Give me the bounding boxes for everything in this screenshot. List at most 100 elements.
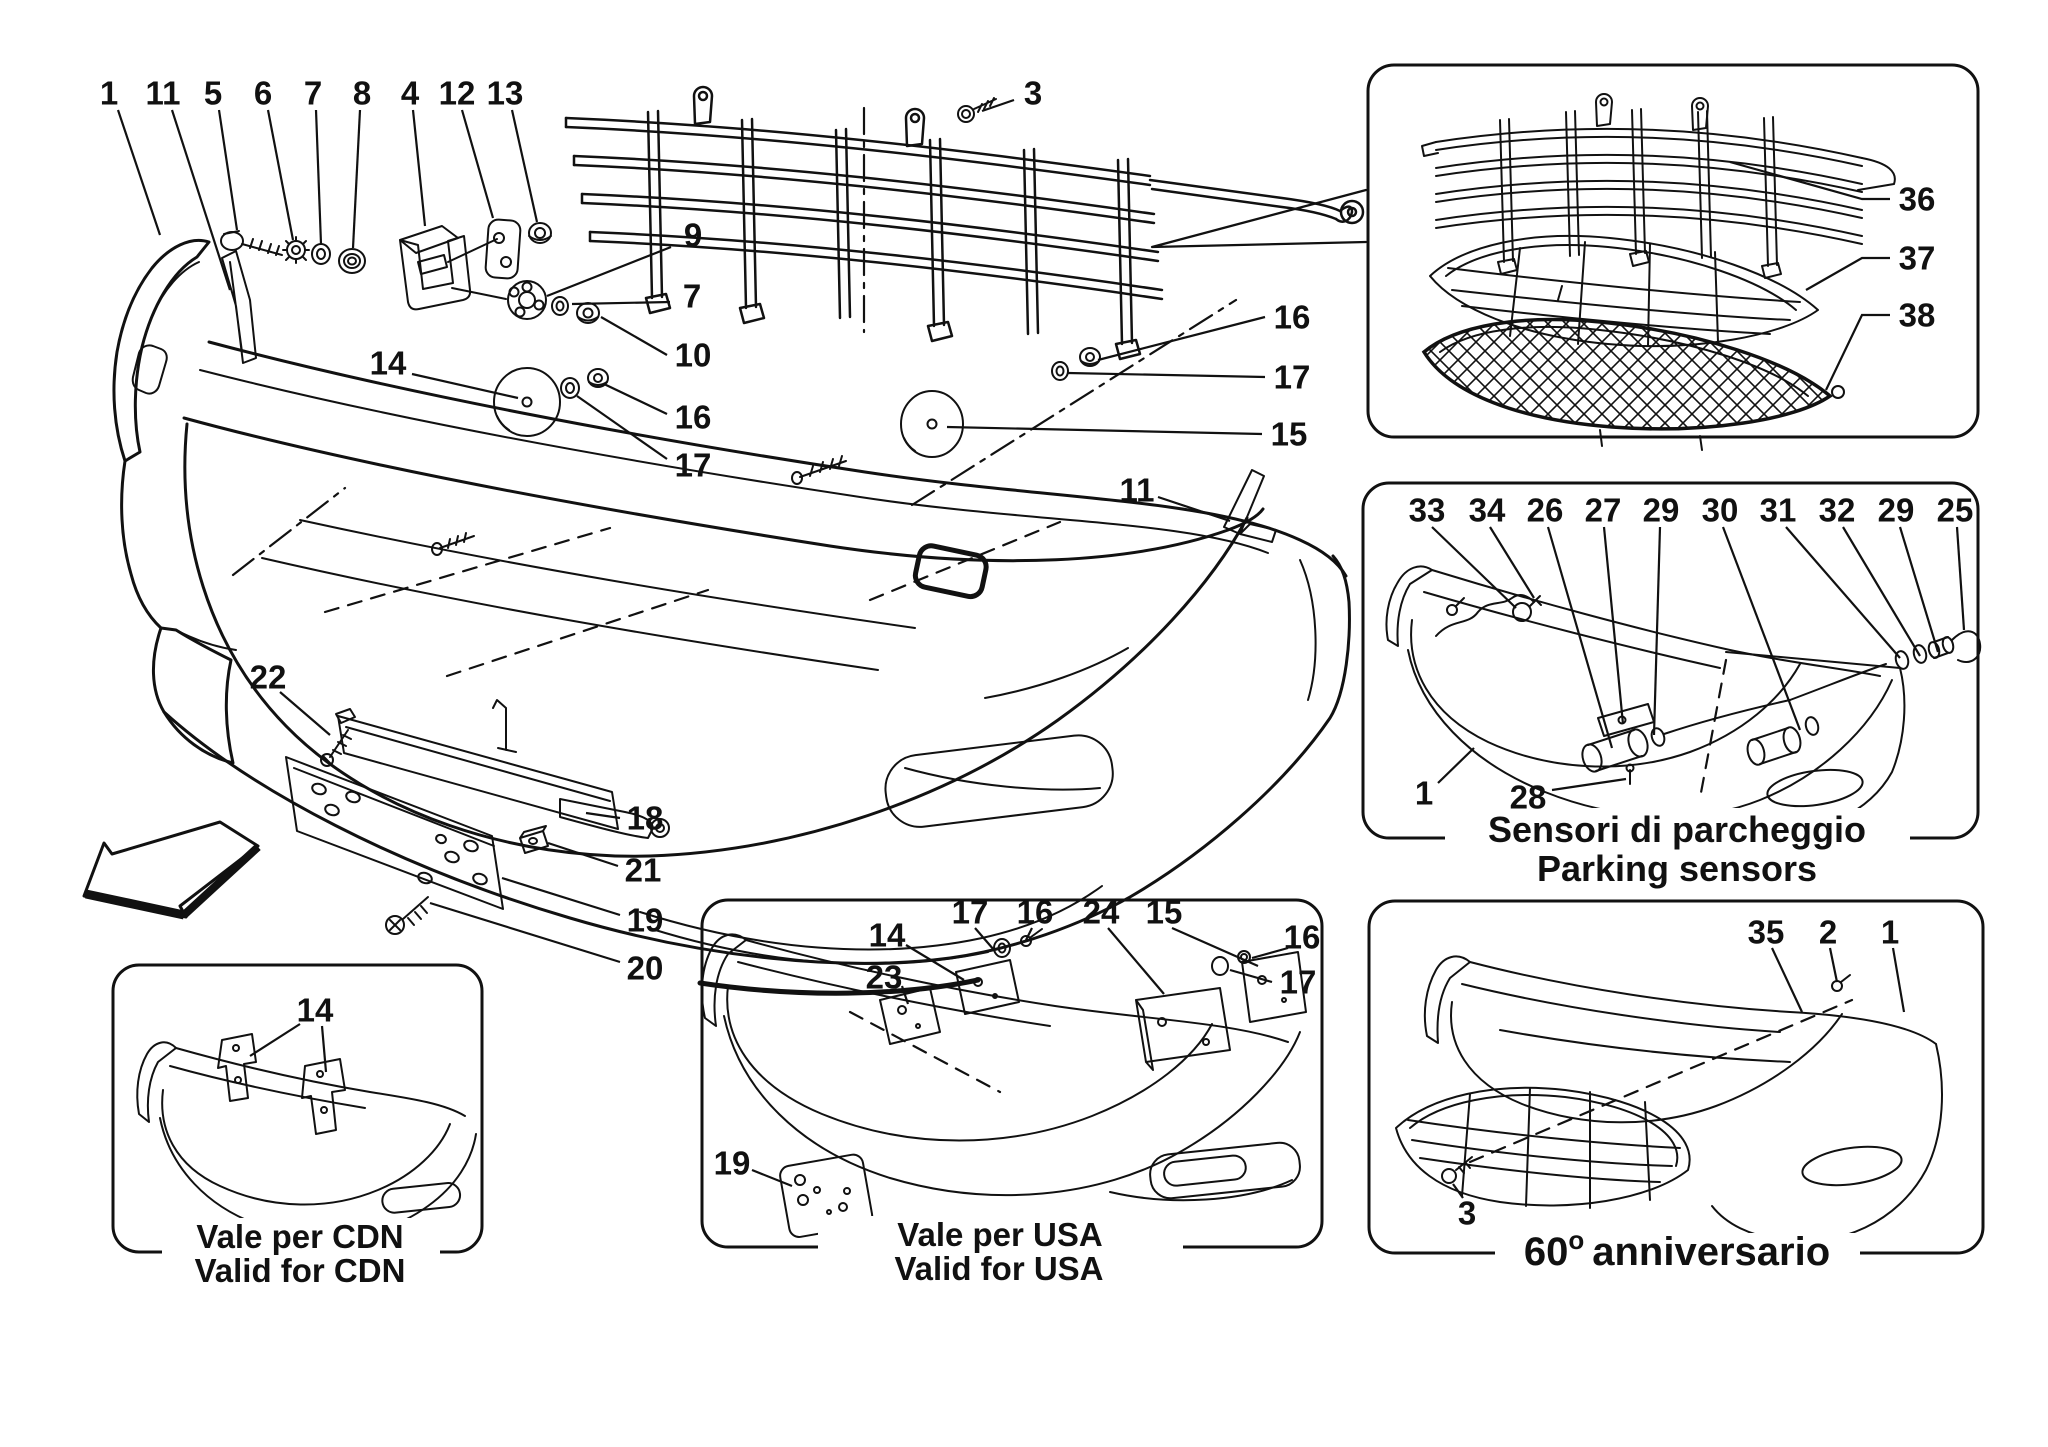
callout-anniversary_box-35: 35 <box>1748 914 1785 951</box>
fastener-set-upper <box>220 218 1101 556</box>
leader-main-10 <box>600 316 668 356</box>
leader-main-9 <box>546 245 672 298</box>
callout-parking_box-28: 28 <box>1510 779 1547 816</box>
leader-usa_box-24 <box>1107 927 1165 995</box>
grilles-inset-box <box>1366 63 1980 439</box>
leader-anniversary_box-35 <box>1771 947 1803 1013</box>
leader-main-3 <box>981 98 1015 113</box>
leader-anniversary_box-2 <box>1828 947 1839 983</box>
callout-main-16: 16 <box>1274 299 1311 336</box>
callout-parking_box-33: 33 <box>1409 492 1446 529</box>
callout-main-11: 11 <box>1120 472 1155 509</box>
callout-main-4: 4 <box>401 75 420 112</box>
leader-main-19 <box>501 876 621 917</box>
leader-usa_box-17 <box>1229 968 1273 984</box>
callout-cdn_box-14: 14 <box>297 992 334 1029</box>
callout-parking_box-30: 30 <box>1702 492 1739 529</box>
leader-main-17 <box>576 395 668 460</box>
leader-main-22 <box>279 691 331 736</box>
leader-main-1 <box>116 109 162 236</box>
callout-main-7: 7 <box>683 278 701 315</box>
anniversary-grille <box>1395 1086 1691 1209</box>
callout-main-19: 19 <box>627 902 664 939</box>
callout-usa_box-15: 15 <box>1146 894 1183 931</box>
callout-usa_box-17: 17 <box>1280 964 1317 1001</box>
callout-main-7: 7 <box>304 75 322 112</box>
callout-parking_box-1: 1 <box>1415 775 1433 812</box>
leader-usa_box-23 <box>900 985 910 1005</box>
callout-usa_box-19: 19 <box>714 1145 751 1182</box>
leader-main-17 <box>1067 371 1266 379</box>
leader-parking_box-28 <box>1551 777 1627 792</box>
leader-main-12 <box>460 109 495 219</box>
license-plate-bracket-assembly <box>285 699 670 935</box>
direction-arrow <box>82 820 261 920</box>
leader-main-6 <box>266 109 295 241</box>
leader-anniversary_box-3 <box>1452 1183 1464 1199</box>
leader-parking_box-27 <box>1602 526 1625 725</box>
callout-main-6: 6 <box>254 75 272 112</box>
leader-main-14 <box>411 372 519 400</box>
caption-parking-italian: Sensori di parcheggio <box>1488 809 1866 850</box>
callout-main-13: 13 <box>487 75 524 112</box>
callout-main-22: 22 <box>250 659 287 696</box>
leader-main-20 <box>429 901 621 964</box>
callout-parking_box-34: 34 <box>1469 492 1506 529</box>
leader-main-11 <box>1157 495 1231 523</box>
leader-main-21 <box>547 841 619 868</box>
leader-main-11 <box>170 109 232 291</box>
leader-usa_box-16 <box>1025 927 1033 941</box>
leader-parking_box-30 <box>1721 526 1802 731</box>
leader-main-18 <box>585 811 621 820</box>
leader-main-7 <box>314 109 323 245</box>
caption-parking-english: Parking sensors <box>1537 848 1817 889</box>
leader-parking_box-29 <box>1652 526 1662 736</box>
leader-main-7 <box>571 300 671 306</box>
callout-main-21: 21 <box>625 852 662 889</box>
callout-main-16: 16 <box>675 399 712 436</box>
leader-main-13 <box>510 109 539 223</box>
grille-36 <box>1421 93 1896 279</box>
callout-grilles_box-36: 36 <box>1899 181 1936 218</box>
parking-caption-backing <box>1445 808 1910 850</box>
anniversary-bumper <box>1423 955 1943 1243</box>
leader-main-16 <box>603 383 668 415</box>
callout-main-5: 5 <box>204 75 222 112</box>
callout-usa_box-23: 23 <box>866 959 903 996</box>
leader-parking_box-31 <box>1785 526 1901 659</box>
grille-screw-3 <box>957 97 997 123</box>
leader-grilles_box-36 <box>1729 160 1890 201</box>
callout-main-17: 17 <box>675 447 712 484</box>
leader-usa_box-16 <box>1251 946 1289 960</box>
callout-parking_box-26: 26 <box>1527 492 1564 529</box>
leader-usa_box-15 <box>1171 926 1259 968</box>
anniversary-caption-backing <box>1495 1233 1860 1273</box>
caption-usa-english: Valid for USA <box>894 1250 1103 1287</box>
callout-anniversary_box-2: 2 <box>1819 914 1837 951</box>
callout-usa_box-17: 17 <box>952 894 989 931</box>
callout-main-18: 18 <box>627 800 664 837</box>
callout-usa_box-14: 14 <box>869 917 906 954</box>
leader-parking_box-29 <box>1898 526 1940 653</box>
callout-main-1: 1 <box>100 75 118 112</box>
main-bumper-outline <box>112 238 1351 996</box>
callout-main-10: 10 <box>675 337 712 374</box>
cdn-bumper <box>136 1033 477 1245</box>
callout-main-3: 3 <box>1024 75 1042 112</box>
grille-38-mesh <box>1421 285 1845 451</box>
callout-grilles_box-38: 38 <box>1899 297 1936 334</box>
callout-main-14: 14 <box>370 345 407 382</box>
leader-parking_box-26 <box>1546 526 1614 749</box>
callout-usa_box-24: 24 <box>1083 894 1120 931</box>
callout-main-9: 9 <box>684 217 702 254</box>
cdn-caption-backing <box>162 1218 440 1258</box>
leader-grilles_box-38 <box>1825 313 1890 391</box>
callout-anniversary_box-1: 1 <box>1881 914 1899 951</box>
callout-main-8: 8 <box>353 75 371 112</box>
callout-usa_box-16: 16 <box>1284 919 1321 956</box>
callout-usa_box-16: 16 <box>1017 894 1054 931</box>
callout-main-12: 12 <box>439 75 476 112</box>
leader-main-8 <box>351 109 362 249</box>
